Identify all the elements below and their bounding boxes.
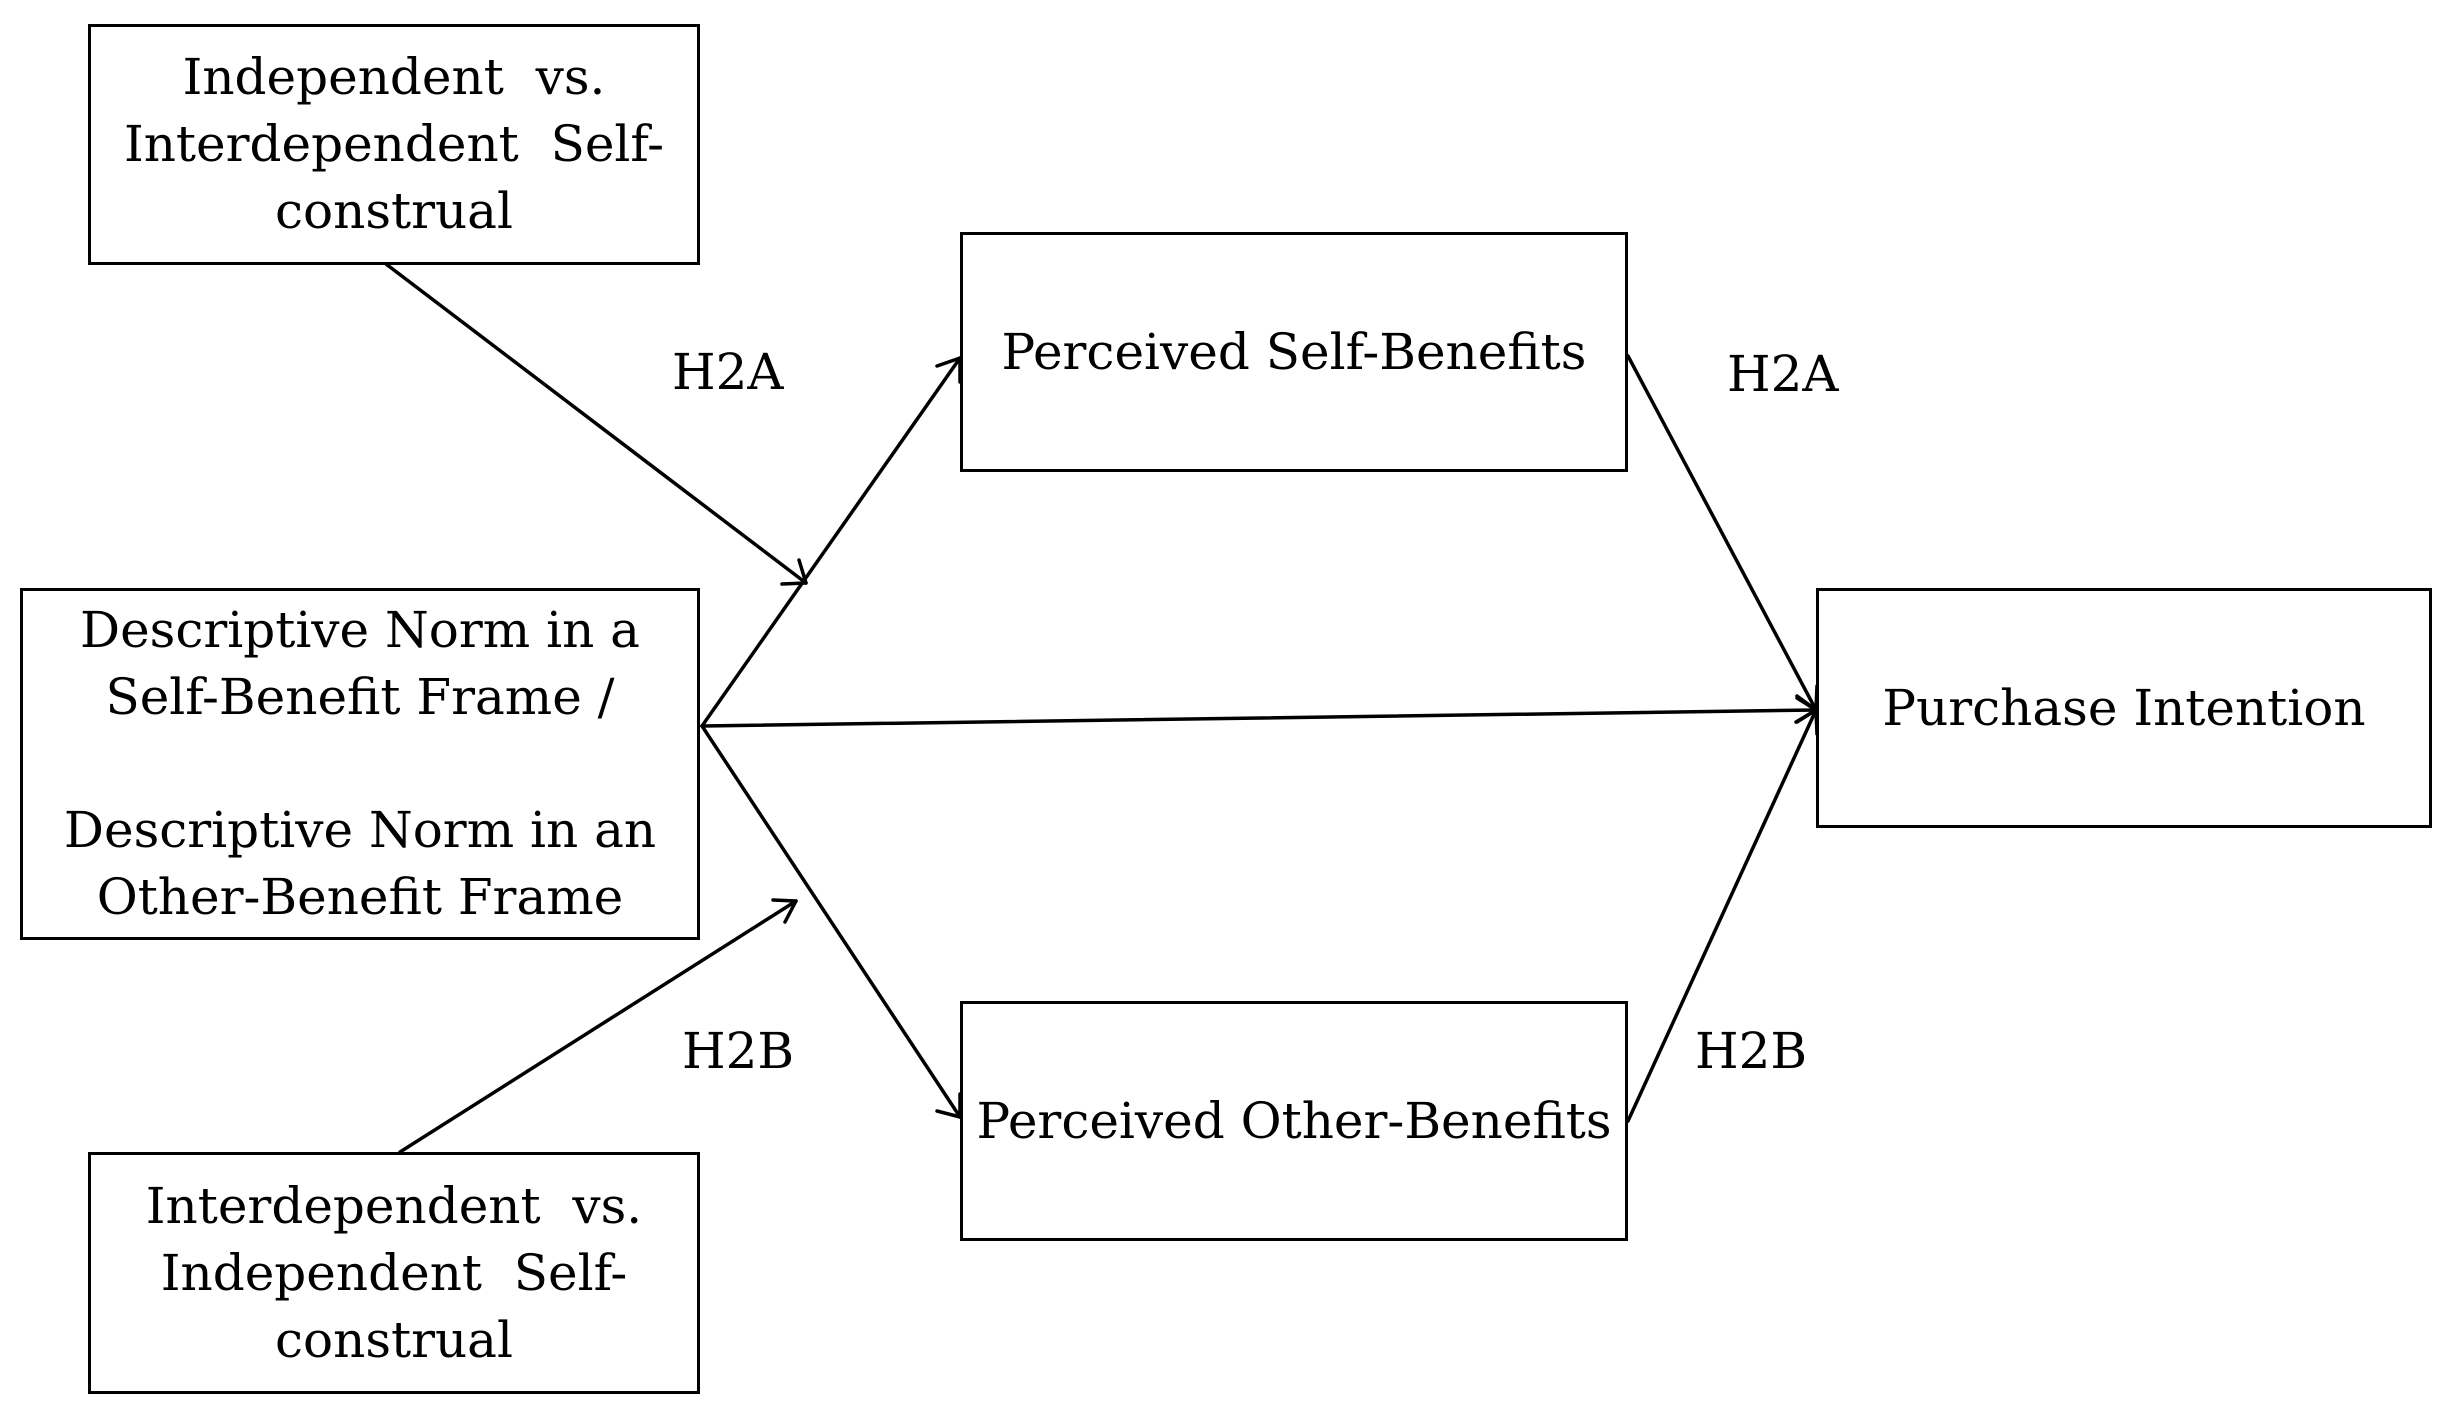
- hypothesis-label-self-path: H2A: [1727, 345, 1839, 403]
- arrow-self-benefits-to-purchase-intention: [1626, 354, 1818, 712]
- arrowhead-moderator-bottom: [771, 898, 798, 924]
- predictor-line-4: Other-Benefit Frame: [96, 868, 624, 926]
- arrow-predictor-to-other-benefits: [700, 724, 962, 1119]
- hypothesis-label-other-path: H2B: [1695, 1022, 1808, 1080]
- predictor-line-2: Self-Benefit Frame /: [105, 668, 615, 726]
- moderator-top-line-3: construal: [275, 182, 513, 240]
- purchase-intention-label: Purchase Intention: [1882, 678, 2366, 737]
- predictor-line-1: Descriptive Norm in a: [79, 601, 640, 659]
- predictor-line-3: Descriptive Norm in an: [63, 801, 657, 859]
- self-benefits-label: Perceived Self-Benefits: [1001, 322, 1587, 381]
- arrowhead-moderator-top: [780, 558, 808, 586]
- purchase-intention-box: Purchase Intention: [1816, 588, 2432, 828]
- moderator-bottom-line-2: Independent Self-: [160, 1243, 628, 1302]
- moderator-top-box: Independent vs. Interdependent Self- con…: [88, 24, 700, 265]
- arrow-other-benefits-to-purchase-intention: [1626, 708, 1818, 1123]
- hypothesis-label-moderation-bottom: H2B: [682, 1022, 795, 1080]
- arrow-moderator-top-to-path: [384, 262, 808, 585]
- arrow-predictor-to-self-benefits: [700, 356, 962, 728]
- moderator-bottom-line-3: construal: [275, 1310, 513, 1369]
- predictor-box: Descriptive Norm in a Self-Benefit Frame…: [20, 588, 700, 940]
- other-benefits-box: Perceived Other-Benefits: [960, 1001, 1628, 1241]
- arrow-moderator-bottom-to-path: [398, 899, 798, 1154]
- other-benefits-label: Perceived Other-Benefits: [976, 1091, 1612, 1150]
- moderator-bottom-box: Interdependent vs. Independent Self- con…: [88, 1152, 700, 1394]
- moderator-top-line-1: Independent vs.: [182, 48, 606, 106]
- moderator-bottom-line-1: Interdependent vs.: [145, 1176, 643, 1235]
- hypothesis-label-moderation-top: H2A: [672, 343, 784, 401]
- self-benefits-box: Perceived Self-Benefits: [960, 232, 1628, 472]
- arrow-predictor-to-purchase-intention: [700, 708, 1818, 728]
- moderator-top-line-2: Interdependent Self-: [123, 115, 665, 173]
